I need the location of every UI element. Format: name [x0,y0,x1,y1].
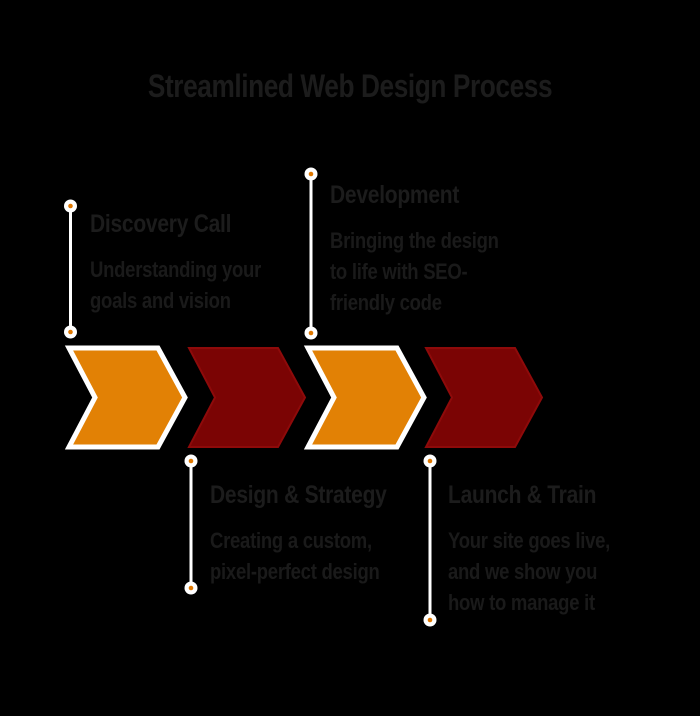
step-description: Understanding your goals and vision [90,257,262,313]
connector-dot-icon [308,171,314,177]
connector-dot-icon [68,329,73,335]
step-callout-launch-train: Launch & Train Your site goes live, and … [448,481,610,618]
step-label: Design & Strategy [210,481,387,509]
step-label: Development [330,181,460,209]
step-label: Discovery Call [90,210,232,238]
connector-dot-icon [427,617,433,623]
chevron-step-3 [303,345,427,450]
step-description: Your site goes live, and we show you how… [448,528,611,615]
connector-dot-icon [427,458,433,464]
step-callout-design-strategy: Design & Strategy Creating a custom, pix… [210,481,387,587]
step-callout-discovery-call: Discovery Call Understanding your goals … [90,210,261,316]
chevron-step-4 [424,347,544,448]
chevron-step-2 [187,347,307,448]
diagram-title: Streamlined Web Design Process [147,68,553,104]
step-description: Creating a custom, pixel-perfect design [210,528,380,584]
step-callout-development: Development Bringing the design to life … [330,181,499,318]
chevron-step-1 [64,345,188,450]
connector-dot-icon [188,585,194,591]
connector-dot-icon [188,458,194,464]
step-label: Launch & Train [448,481,597,509]
connector-dot-icon [308,330,314,336]
step-description: Bringing the design to life with SEO- fr… [330,228,499,315]
connector-dot-icon [68,203,73,209]
